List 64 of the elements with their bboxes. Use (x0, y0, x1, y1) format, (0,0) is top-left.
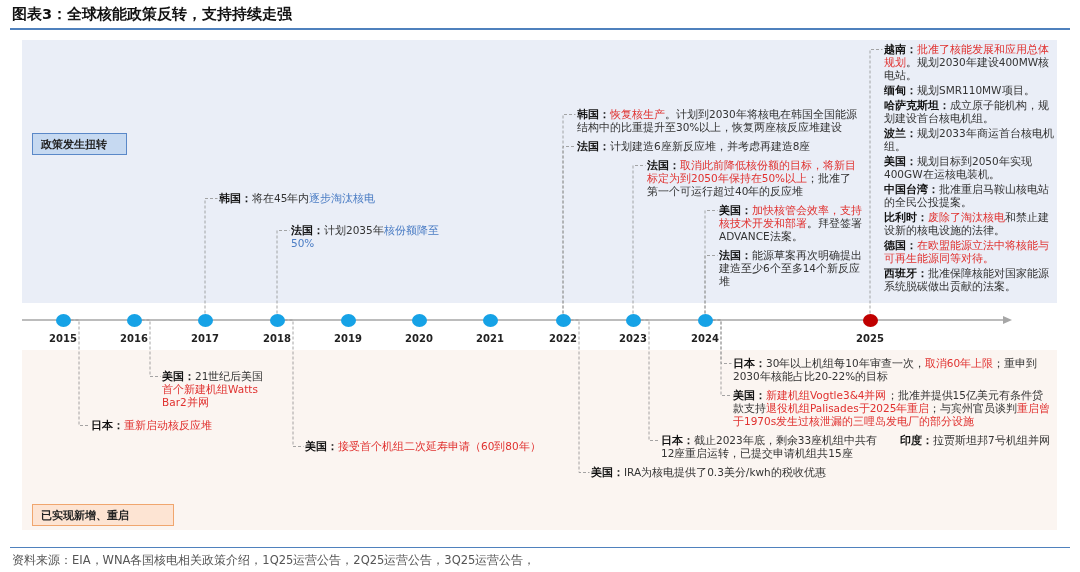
timeline-dot (269, 313, 285, 327)
annotation-text: 韩国：将在45年内逐步淘汰核电 (219, 192, 376, 205)
chart-title: 图表3：全球核能政策反转，支持持续走强 (12, 5, 293, 24)
annotation-text: 美国：新建机组Vogtle3&4并网；批准并提供15亿美元有条件贷款支持退役机组Palisades于2025年重启；与宾州官员谈判重启曾于1970s发生过核泄漏的三哩岛发电厂的部分设施 (733, 389, 1053, 428)
year-label: 2016 (120, 332, 148, 344)
year-label: 2018 (263, 332, 291, 344)
annotation-text: 法国：计划2035年核份额降至50% (291, 224, 441, 250)
timeline-dot (411, 313, 427, 327)
leader-line (570, 319, 590, 473)
annotation-text: 中国台湾：批准重启马鞍山核电站的全民公投提案。 (884, 183, 1050, 209)
year-label: 2025 (856, 332, 884, 344)
annotation-text: 美国：接受首个机组二次延寿申请（60到80年） (305, 440, 541, 453)
leader-line (869, 49, 883, 314)
annotation-text: 哈萨克斯坦：成立原子能机构，规划建设首台核电机组。 (884, 99, 1050, 125)
annotation-text: 日本：截止2023年底，剩余33座机组中共有12座重启运转，已提交申请机组共15座 (661, 434, 886, 460)
annotation-text: 缅甸：规划SMR110MW项目。 (884, 84, 1036, 97)
leader-line (70, 319, 90, 426)
timeline-dot (482, 313, 498, 327)
timeline-dot (697, 313, 713, 327)
section-label: 已实现新增、重启 (32, 504, 174, 526)
annotation-text: 印度：拉贾斯坦邦7号机组并网 (900, 434, 1050, 447)
timeline-dot (862, 313, 878, 327)
annotation-text: 法国：取消此前降低核份额的目标，将新目标定为到2050年保持在50%以上；批准了第一个可运行超过40年的反应堆 (647, 159, 862, 198)
annotation-text: 越南：批准了核能发展和应用总体规划。规划2030年建设400MW核电站。 (884, 43, 1051, 82)
leader-line (632, 165, 646, 314)
leader-line (712, 319, 732, 396)
annotation-text: 德国：在欧盟能源立法中将核能与可再生能源同等对待。 (884, 239, 1050, 265)
leader-line (284, 319, 304, 447)
band-panel (22, 40, 1057, 303)
leader-line (276, 230, 290, 314)
leader-line (204, 198, 218, 314)
annotation-text: 法国：计划建造6座新反应堆，并考虑再建造8座 (577, 140, 811, 153)
annotation-text: 比利时：废除了淘汰核电和禁止建设新的核电设施的法律。 (884, 211, 1050, 237)
annotation-text: 美国：规划目标到2050年实现400GW在运核电装机。 (884, 155, 1033, 181)
annotation-text: 日本：30年以上机组每10年审查一次，取消60年上限；重申到2030年核能占比20-22%的目标 (733, 357, 1053, 383)
annotation-text: 波兰：规划2033年商运首台核电机组。 (884, 127, 1055, 153)
annotation-text: 美国：21世纪后美国首个新建机组Watts Bar2并网 (162, 370, 274, 409)
year-label: 2024 (691, 332, 719, 344)
year-label: 2021 (476, 332, 504, 344)
leader-line (562, 146, 576, 314)
leader-line (704, 255, 718, 314)
annotation-text: 韩国：恢复核生产。计划到2030年将核电在韩国全国能源结构中的比重提升至30%以上，恢复两座核反应堆建设 (577, 108, 859, 134)
source-note: 资料来源：EIA，WNA各国核电相关政策介绍，1Q25运营公告，2Q25运营公告，3Q25运营公告， (12, 553, 536, 568)
timeline-dot (625, 313, 641, 327)
year-label: 2020 (405, 332, 433, 344)
year-label: 2015 (49, 332, 77, 344)
annotation-text: 西班牙：批准保障核能对国家能源系统脱碳做出贡献的法案。 (884, 267, 1050, 293)
timeline-dot (55, 313, 71, 327)
timeline-dot (197, 313, 213, 327)
annotation-text: 美国：IRA为核电提供了0.3美分/kwh的税收优惠 (591, 466, 826, 479)
leader-line (640, 319, 660, 441)
annotation-text: 美国：加快核管会效率，支持核技术开发和部署。拜登签署ADVANCE法案。 (719, 204, 864, 243)
annotation-text: 法国：能源草案再次明确提出建造至少6个至多14个新反应堆 (719, 249, 864, 288)
year-label: 2023 (619, 332, 647, 344)
year-label: 2022 (549, 332, 577, 344)
year-label: 2019 (334, 332, 362, 344)
timeline-dot (126, 313, 142, 327)
leader-line (141, 319, 161, 377)
band-panel (22, 350, 1057, 530)
annotation-text: 日本：重新启动核反应堆 (91, 419, 212, 432)
timeline-dot (555, 313, 571, 327)
section-label: 政策发生扭转 (32, 133, 127, 155)
timeline-dot (340, 313, 356, 327)
year-label: 2017 (191, 332, 219, 344)
